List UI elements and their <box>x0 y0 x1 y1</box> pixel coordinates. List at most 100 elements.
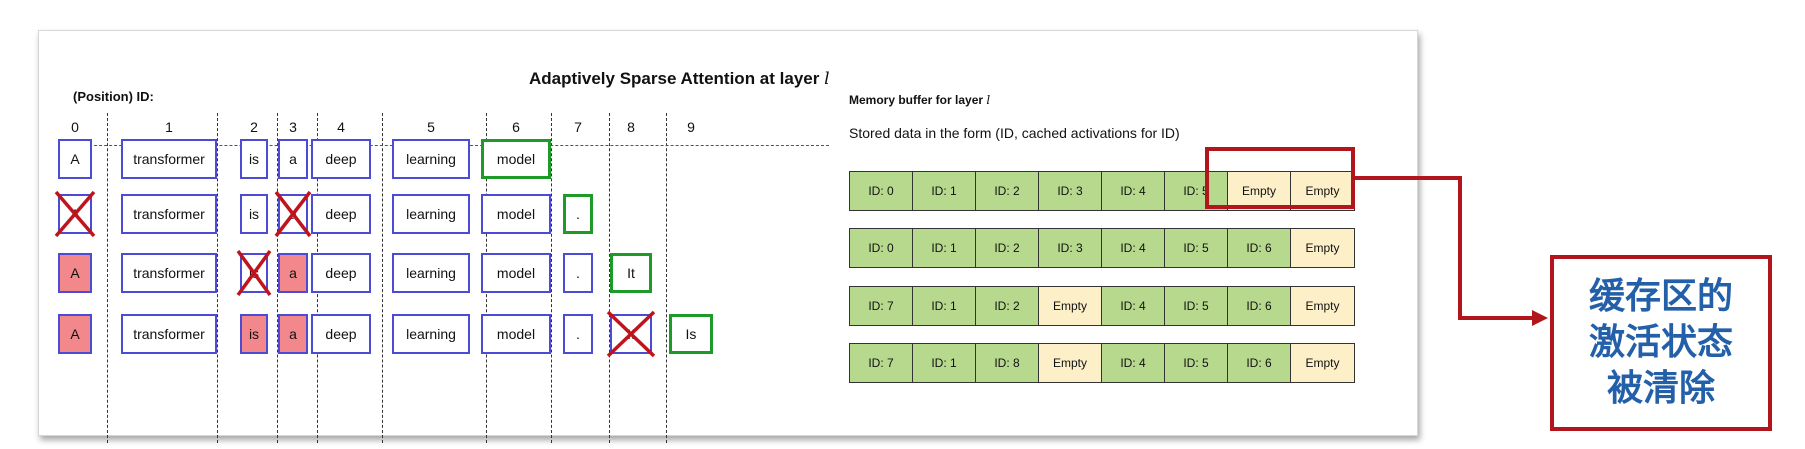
column-separator <box>107 113 108 443</box>
column-header-9: 9 <box>687 119 695 135</box>
token-text: model <box>496 265 536 281</box>
column-header-1: 1 <box>165 119 173 135</box>
column-separator <box>666 113 667 443</box>
cached-id-slot: ID: 6 <box>1228 344 1291 382</box>
token-box: model <box>481 253 551 293</box>
new-token-box: model <box>481 139 551 179</box>
token-box: is <box>240 139 268 179</box>
token-box: . <box>563 253 593 293</box>
token-text: a <box>289 265 297 281</box>
token-text: is <box>248 206 260 222</box>
token-text: learning <box>406 326 456 342</box>
cached-id-slot: ID: 5 <box>1165 172 1228 210</box>
dropped-token-box: A <box>58 194 92 234</box>
cross-out-icon <box>608 312 654 356</box>
diagram-title: Adaptively Sparse Attention at layer l <box>529 69 830 89</box>
cached-id-slot: ID: 3 <box>1039 229 1102 267</box>
token-box: deep <box>311 253 371 293</box>
dropped-token-box: a <box>278 194 308 234</box>
masked-token-box: is <box>240 314 268 354</box>
empty-slot: Empty <box>1291 229 1354 267</box>
token-box: A <box>58 139 92 179</box>
token-box: deep <box>311 194 371 234</box>
token-text: is <box>248 151 260 167</box>
token-box: model <box>481 194 551 234</box>
token-text: It <box>627 265 635 281</box>
token-text: . <box>576 326 580 342</box>
token-box: is <box>240 194 268 234</box>
column-header-5: 5 <box>427 119 435 135</box>
note-line-3: 被清除 <box>1606 368 1715 409</box>
column-header-7: 7 <box>574 119 582 135</box>
cached-id-slot: ID: 1 <box>913 172 976 210</box>
cached-id-slot: ID: 2 <box>976 172 1039 210</box>
token-text: Is <box>685 326 697 342</box>
token-box: transformer <box>121 194 217 234</box>
cached-id-slot: ID: 7 <box>850 344 913 382</box>
cached-id-slot: ID: 5 <box>1165 287 1228 325</box>
token-text: a <box>289 326 297 342</box>
cached-id-slot: ID: 1 <box>913 344 976 382</box>
column-header-8: 8 <box>627 119 635 135</box>
token-text: deep <box>325 151 357 167</box>
cached-id-slot: ID: 5 <box>1165 344 1228 382</box>
cached-id-slot: ID: 5 <box>1165 229 1228 267</box>
token-text: model <box>496 326 536 342</box>
memory-buffer-subtitle: Stored data in the form (ID, cached acti… <box>849 125 1180 141</box>
masked-token-box: a <box>278 253 308 293</box>
token-text: learning <box>406 265 456 281</box>
token-text: transformer <box>133 206 205 222</box>
dropped-token-box: is <box>240 253 268 293</box>
note-line-2: 激活状态 <box>1588 322 1733 363</box>
column-header-2: 2 <box>250 119 258 135</box>
title-text: Adaptively Sparse Attention at layer <box>529 69 825 88</box>
cross-out-icon <box>238 251 270 295</box>
token-text: deep <box>325 206 357 222</box>
token-text: deep <box>325 265 357 281</box>
token-box: learning <box>392 194 470 234</box>
cached-id-slot: ID: 6 <box>1228 229 1291 267</box>
new-token-box: . <box>563 194 593 234</box>
token-text: transformer <box>133 151 205 167</box>
position-id-label: (Position) ID: <box>73 89 154 104</box>
masked-token-box: A <box>58 253 92 293</box>
empty-slot: Empty <box>1039 287 1102 325</box>
token-box: learning <box>392 253 470 293</box>
token-box: learning <box>392 314 470 354</box>
column-separator <box>551 113 552 443</box>
token-text: deep <box>325 326 357 342</box>
cached-id-slot: ID: 0 <box>850 172 913 210</box>
token-text: A <box>70 265 80 281</box>
token-box: transformer <box>121 314 217 354</box>
cached-id-slot: ID: 6 <box>1228 287 1291 325</box>
token-text: model <box>496 151 536 167</box>
column-separator <box>382 113 383 443</box>
cached-id-slot: ID: 2 <box>976 229 1039 267</box>
cross-out-icon <box>56 192 94 236</box>
token-text: transformer <box>133 265 205 281</box>
cached-id-slot: ID: 8 <box>976 344 1039 382</box>
token-text: model <box>496 206 536 222</box>
memory-layer-symbol: l <box>986 93 991 107</box>
cached-id-slot: ID: 7 <box>850 287 913 325</box>
column-header-3: 3 <box>289 119 297 135</box>
token-box: learning <box>392 139 470 179</box>
empty-slot: Empty <box>1291 344 1354 382</box>
token-text: A <box>70 151 80 167</box>
token-text: transformer <box>133 326 205 342</box>
note-line-1: 缓存区的 <box>1588 276 1733 317</box>
column-separator <box>277 113 278 443</box>
column-separator <box>609 113 610 443</box>
title-layer-symbol: l <box>824 69 830 89</box>
token-box: deep <box>311 314 371 354</box>
token-text: learning <box>406 206 456 222</box>
empty-slot: Empty <box>1291 287 1354 325</box>
cached-id-slot: ID: 2 <box>976 287 1039 325</box>
arrow-head-icon <box>1532 310 1548 326</box>
cached-id-slot: ID: 4 <box>1102 229 1165 267</box>
cached-id-slot: ID: 4 <box>1102 172 1165 210</box>
